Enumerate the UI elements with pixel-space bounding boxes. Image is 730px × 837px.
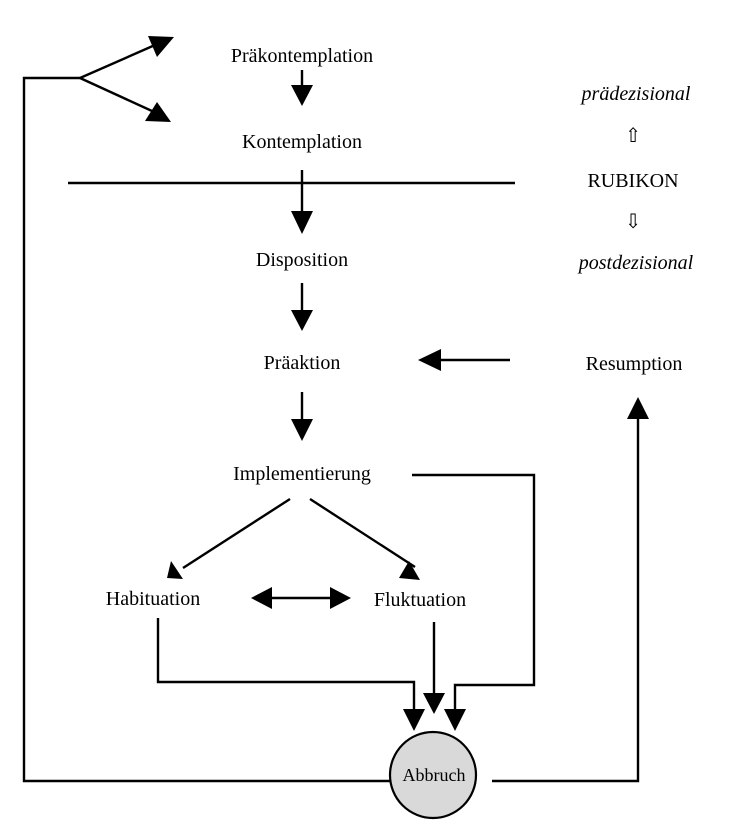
stage-habituation: Habituation — [106, 588, 200, 610]
arrow-praeaktion-implementierung — [291, 392, 313, 441]
arrow-prekontemplation-kontemplation — [291, 70, 313, 106]
stage-abbruch: Abbruch — [403, 765, 466, 785]
arrow-implementierung-fluktuation — [309, 497, 420, 580]
arrow-resumption-praeaktion — [418, 349, 510, 371]
stage-disposition: Disposition — [256, 249, 348, 271]
stage-implementierung: Implementierung — [233, 463, 371, 485]
label-postdezisional: postdezisional — [577, 252, 694, 274]
arrow-habituation-fluktuation — [251, 587, 351, 609]
arrow-down-icon: ⇩ — [625, 211, 642, 233]
stage-kontemplation: Kontemplation — [242, 131, 362, 153]
stage-praeaktion: Präaktion — [264, 352, 341, 374]
arrow-fluktuation-abbruch — [423, 622, 445, 714]
label-rubikon: RUBIKON — [587, 170, 678, 192]
arrow-implementierung-abbruch — [412, 473, 536, 731]
arrow-abbruch-loop-back — [22, 36, 390, 783]
stage-resumption: Resumption — [586, 353, 683, 375]
arrow-abbruch-resumption — [492, 397, 649, 783]
arrow-implementierung-habituation — [167, 497, 291, 579]
stage-prekontemplation: Präkontemplation — [231, 45, 373, 67]
arrow-habituation-abbruch — [156, 618, 425, 731]
arrow-up-icon: ⇧ — [625, 125, 642, 147]
arrow-disposition-praeaktion — [291, 283, 313, 331]
abbruch-node — [388, 730, 478, 820]
stage-fluktuation: Fluktuation — [374, 589, 466, 611]
label-praedezisional: prädezisional — [580, 83, 691, 105]
arrow-kontemplation-disposition — [291, 170, 313, 234]
